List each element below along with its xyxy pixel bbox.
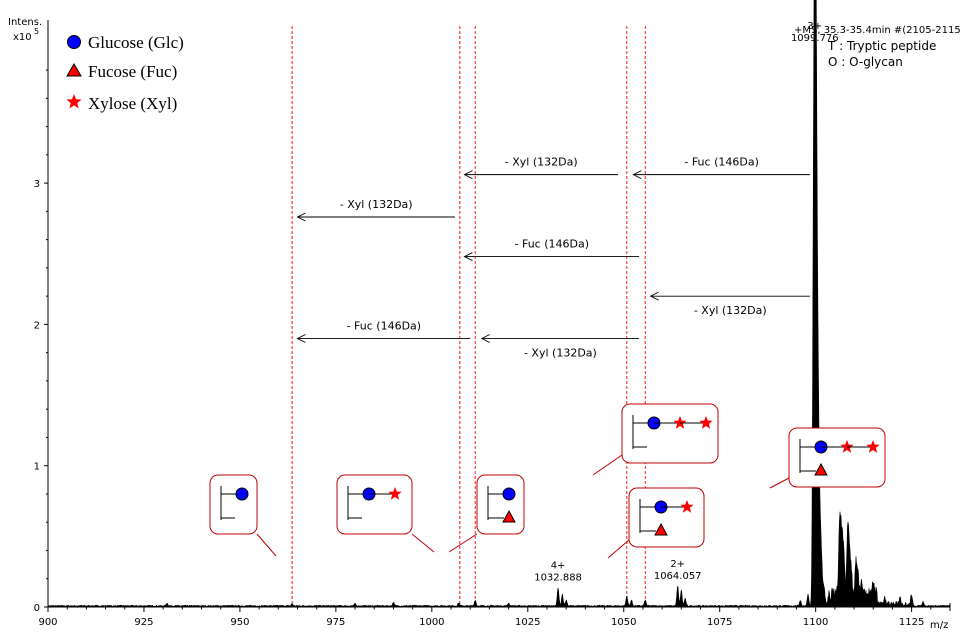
peak-mz-0: 1099.776 [791,33,839,44]
y-tick-label-0: 0 [34,603,40,614]
glycan-glc [209,474,277,557]
glycan-glc-fuc [448,474,525,553]
loss-label-3: - Fuc (146Da) [515,238,590,251]
loss-arrow-head-1 [463,170,473,180]
ms-header: +MS, 35.3-35.4min #(2105-2115) [794,25,960,36]
glycan-leader [592,454,623,476]
y-tick-label-2: 2 [34,320,40,331]
loss-label-5: - Fuc (146Da) [347,320,422,333]
glycan-xylose-icon [673,416,687,429]
loss-annotations: - Fuc (146Da) - Xyl (132Da) - Xyl (132Da) -… [296,156,810,360]
glycan-leader [607,539,630,559]
x-tick-label-1: 925 [134,617,153,628]
note-tryptic: T : Tryptic peptide [827,39,936,53]
x-tick-label-3: 975 [326,617,345,628]
peak-charge-2: 2+ [670,559,685,570]
peak-mz-1: 1032.888 [534,573,582,584]
spectrum-trace [47,0,951,608]
y-tick-label-1: 1 [34,462,40,473]
glycan-glc-xyl [336,474,435,553]
loss-arrow-head-4 [649,291,659,301]
glycan-glc-xyl-xyl [592,403,719,476]
x-tick-label-7: 1075 [707,617,732,628]
legend-xylose-star [66,94,82,109]
spectrum-line [47,0,951,608]
peak-labels: 3+1099.776 4+1032.888 2+1064.057 [534,21,838,584]
loss-label-0: - Fuc (146Da) [684,156,759,169]
legend-fucose-label: Fucose (Fuc) [88,62,177,81]
glycan-leader [769,477,790,489]
x-tick-label-2: 950 [230,617,249,628]
legend: Glucose (Glc) Fucose (Fuc) Xylose (Xyl) [66,33,184,113]
loss-label-6: - Xyl (132Da) [524,347,597,360]
x-tick-label-9: 1125 [899,617,924,628]
glycan-xylose-icon [680,500,694,513]
loss-label-1: - Xyl (132Da) [505,156,578,169]
glycan-box [628,487,705,548]
glycan-fucose-icon [654,522,668,536]
legend-xylose-label: Xylose (Xyl) [88,94,177,113]
glycan-box [336,474,413,535]
glycan-xylose-icon [840,440,854,453]
glycan-xylose-icon [388,487,402,500]
loss-arrow-head-5 [296,334,306,343]
y-axis-scale: x10 [13,32,32,43]
glycan-fucose-icon [502,509,516,523]
x-tick-label-6: 1050 [611,617,636,628]
loss-arrow-head-3 [463,252,473,261]
x-axis-title: m/z [930,620,948,631]
loss-label-2: - Xyl (132Da) [340,198,413,211]
y-tick-label-3: 3 [34,179,40,190]
loss-label-4: - Xyl (132Da) [694,304,767,317]
glycan-box [209,474,258,535]
x-tick-label-5: 1025 [515,617,540,628]
legend-xylose-star-shape [66,94,82,109]
glycan-box [476,474,525,535]
glycan-leader [256,533,277,557]
peak-mz-2: 1064.057 [654,571,702,582]
axis-ticks: 900 925 950 975 1000 1025 1050 1075 1100 1125 0 1 2 3 [34,69,932,628]
glycan-structures [209,403,886,559]
legend-fucose-triangle [66,63,82,77]
glycan-glucose-icon [235,487,249,501]
glycan-fucose-icon [814,462,828,476]
glycan-glc-xyl-fuc [607,487,705,559]
glycan-leader [411,533,435,553]
peak-charge-1: 4+ [551,561,566,572]
x-tick-label-4: 1000 [419,617,444,628]
glycan-xylose-icon [866,440,880,453]
loss-arrow-head-6 [480,334,490,343]
legend-glucose-circle [67,35,81,49]
legend-glucose-label: Glucose (Glc) [88,33,184,52]
peak-charge-0: 3+ [807,21,822,32]
y-axis-title: Intens. [8,17,42,28]
note-oglycan: O : O-glycan [828,55,903,69]
x-tick-label-8: 1100 [803,617,828,628]
glycan-box [788,427,886,488]
glycan-glucose-icon [502,487,516,501]
glycan-glc-xyl-xyl-fuc [769,427,886,489]
glycan-leader [448,533,478,553]
y-axis-scale-exponent: 5 [34,27,39,36]
glycan-box [621,403,719,464]
loss-arrow-head-2 [296,212,306,222]
x-tick-label-0: 900 [38,617,57,628]
loss-arrow-head-0 [632,170,642,180]
glycan-xylose-icon [699,416,713,429]
